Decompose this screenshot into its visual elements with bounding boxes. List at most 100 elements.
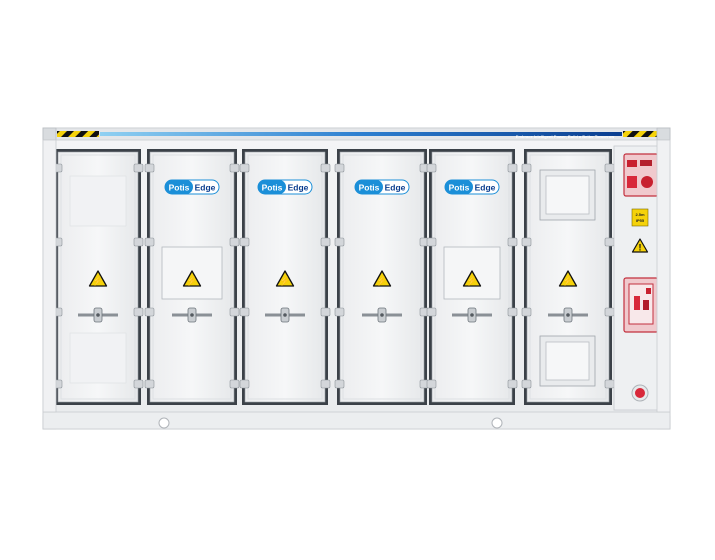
high-voltage-warning-icon: ⚡	[372, 270, 392, 287]
breaker-handle[interactable]	[634, 296, 640, 310]
brand-logo: Potis Edge	[164, 179, 220, 195]
door-hinge-icon	[144, 237, 155, 247]
door-hinge-icon	[320, 307, 331, 317]
brand-word-1: Potis	[169, 183, 190, 193]
warning-bolt: ⚡	[376, 275, 387, 287]
door-handle-icon[interactable]	[172, 307, 212, 323]
door-hinge-icon	[507, 237, 518, 247]
vent-panel-icon	[69, 332, 127, 384]
door-hinge-icon	[133, 379, 144, 389]
door-inner-edge	[247, 154, 323, 400]
brand-logo-left	[445, 180, 473, 194]
door-hinge-icon	[229, 307, 240, 317]
corner-casting-tl	[42, 127, 57, 141]
indicator-knob[interactable]	[641, 176, 653, 188]
door-hinge-icon	[507, 379, 518, 389]
door-hinge-icon	[334, 163, 345, 173]
door-hinge-icon	[239, 237, 250, 247]
door-hinge-icon	[426, 237, 437, 247]
warning-triangle	[182, 270, 202, 287]
door-hinge-icon	[507, 307, 518, 317]
handle-keyhole	[380, 313, 384, 317]
door-hinge-icon	[604, 163, 615, 173]
door-hinge-icon	[604, 307, 615, 317]
warning-triangle	[558, 270, 578, 287]
brand-stripe	[100, 132, 622, 136]
warning-bolt: ⚡	[92, 275, 103, 287]
breaker-handle-2[interactable]	[643, 300, 649, 310]
door-handle-icon[interactable]	[78, 307, 118, 323]
door-inner-edge	[342, 154, 422, 400]
high-voltage-warning-icon: ⚡	[88, 270, 108, 287]
emergency-stop-icon[interactable]	[635, 388, 645, 398]
door-inner-edge	[434, 154, 510, 400]
right-post	[656, 139, 671, 413]
high-voltage-warning-icon: ⚡	[275, 270, 295, 287]
indicator-switch[interactable]	[627, 176, 637, 188]
brand-word-2: Edge	[288, 183, 309, 193]
svg-text:!: !	[639, 243, 642, 253]
cabinet-door[interactable]: ⚡	[521, 149, 615, 405]
brand-word-1: Potis	[449, 183, 470, 193]
door-hinge-icon	[604, 237, 615, 247]
door-hinge-icon	[320, 237, 331, 247]
breaker-label	[646, 288, 651, 294]
door-hinge-icon	[334, 307, 345, 317]
brand-logo-left	[165, 180, 193, 194]
forklift-hole-left	[158, 417, 170, 429]
door-hinge-icon	[507, 163, 518, 173]
door-hinge-icon	[239, 163, 250, 173]
cabinet-door[interactable]: Potis Edge ⚡	[334, 149, 430, 405]
brand-word-2: Edge	[475, 183, 496, 193]
door-hinge-icon	[604, 379, 615, 389]
door-hinge-icon	[144, 379, 155, 389]
forklift-hole-right	[491, 417, 503, 429]
warning-triangle	[88, 270, 108, 287]
door-hinge-icon	[521, 237, 532, 247]
brand-word-2: Edge	[195, 183, 216, 193]
caution-triangle-icon: !	[631, 238, 649, 253]
door-handle-icon[interactable]	[265, 307, 305, 323]
door-hinge-icon	[133, 307, 144, 317]
door-handle-icon[interactable]	[452, 307, 492, 323]
brand-word-1: Potis	[359, 183, 380, 193]
door-inner-edge	[152, 154, 232, 400]
hazard-stripe-left	[57, 131, 99, 137]
brand-logo-left	[355, 180, 383, 194]
door-hinge-icon	[521, 307, 532, 317]
handle-keyhole	[566, 313, 570, 317]
brand-logo: Potis Edge	[354, 179, 410, 195]
door-hinge-icon	[144, 307, 155, 317]
left-post	[42, 139, 57, 413]
door-hinge-icon	[426, 307, 437, 317]
warning-bolt: ⚡	[466, 275, 477, 287]
cabinet-door[interactable]: Potis Edge ⚡	[426, 149, 518, 405]
door-inner-edge	[60, 154, 136, 400]
door-handle-icon[interactable]	[362, 307, 402, 323]
door-hinge-icon	[320, 163, 331, 173]
hazard-stripe-right	[623, 131, 657, 137]
brand-word-2: Edge	[385, 183, 406, 193]
tagline-text: Embrace Intelligent Power, Build a Bette…	[516, 134, 615, 139]
high-voltage-warning-icon: ⚡	[558, 270, 578, 287]
indicator-light	[627, 160, 637, 167]
door-hinge-icon	[144, 163, 155, 173]
cabinet-door[interactable]: ⚡	[52, 149, 144, 405]
door-hinge-icon	[521, 163, 532, 173]
label-plate-text: 2.5m	[635, 212, 645, 217]
door-hinge-icon	[229, 163, 240, 173]
vent-panel-icon	[69, 175, 127, 227]
warning-bolt: ⚡	[279, 275, 290, 287]
label-plate	[631, 208, 649, 227]
door-hinge-icon	[239, 307, 250, 317]
bottom-rail	[42, 411, 671, 430]
handle-keyhole	[283, 313, 287, 317]
door-inner-edge	[529, 154, 607, 400]
handle-keyhole	[96, 313, 100, 317]
door-handle-icon[interactable]	[548, 307, 588, 323]
door-hinge-icon	[133, 163, 144, 173]
door-hinge-icon	[426, 379, 437, 389]
